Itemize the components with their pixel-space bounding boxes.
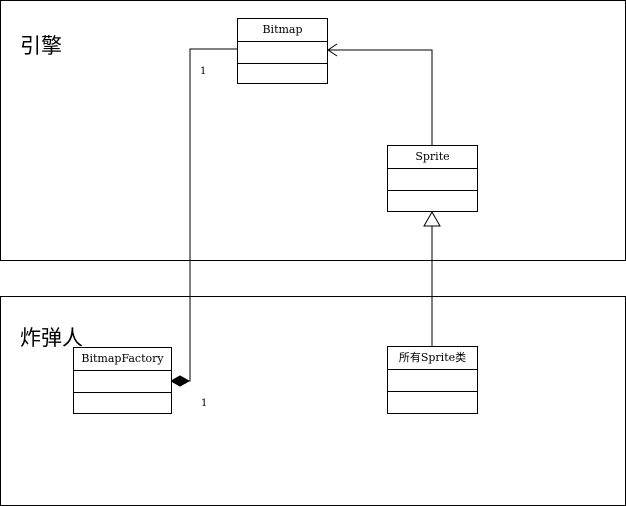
package-game-label: 炸弹人 (20, 326, 83, 350)
class-all-sprites[interactable]: 所有Sprite类 (387, 346, 478, 414)
class-all-sprites-name: 所有Sprite类 (388, 347, 477, 370)
class-bitmap-name: Bitmap (238, 19, 327, 42)
class-bitmap-factory[interactable]: BitmapFactory (73, 347, 172, 414)
package-engine-label: 引擎 (20, 34, 62, 58)
class-bitmap-factory-name: BitmapFactory (74, 348, 171, 371)
class-bitmap-attributes (238, 42, 327, 64)
class-bitmap-factory-operations (74, 393, 171, 414)
class-bitmap[interactable]: Bitmap (237, 18, 328, 84)
multiplicity-bitmap-end: 1 (200, 66, 207, 77)
class-sprite-name: Sprite (388, 146, 477, 169)
class-sprite-attributes (388, 169, 477, 191)
class-all-sprites-operations (388, 392, 477, 413)
class-sprite-operations (388, 191, 477, 212)
class-bitmap-operations (238, 64, 327, 85)
class-bitmap-factory-attributes (74, 371, 171, 393)
multiplicity-factory-end: 1 (201, 398, 208, 409)
class-all-sprites-attributes (388, 370, 477, 392)
class-sprite[interactable]: Sprite (387, 145, 478, 212)
